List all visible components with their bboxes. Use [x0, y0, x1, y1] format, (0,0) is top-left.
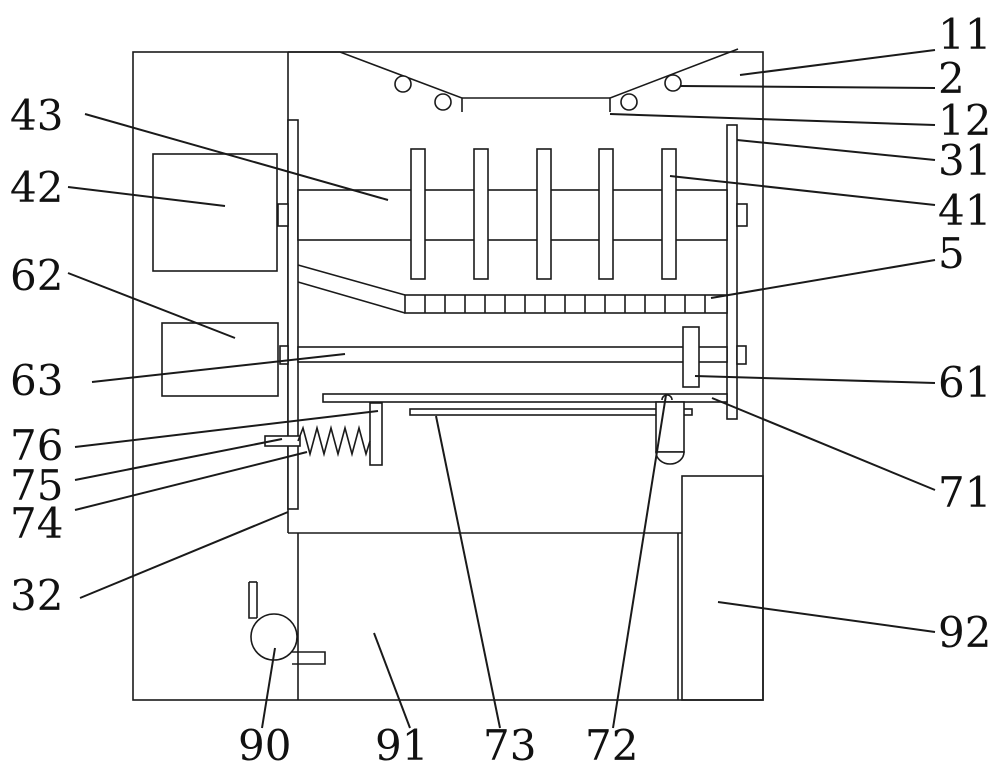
outer-casing: [132, 51, 764, 701]
reference-numerals: 11 2 12 31 41 5 61 71 92 43 42 62 63 76 …: [10, 10, 991, 770]
leader-32: [79, 511, 289, 599]
label-2: 2: [938, 54, 965, 103]
blade: [536, 148, 552, 280]
leader-42: [67, 186, 226, 207]
leader-2: [679, 85, 936, 89]
leader-75: [74, 438, 283, 481]
label-76: 76: [10, 421, 63, 470]
leader-74: [74, 451, 308, 511]
crushing-blades-41: [410, 148, 677, 280]
box-92: [681, 475, 764, 701]
push-plate-71: [322, 393, 728, 403]
crushing-shaft-43: [297, 189, 728, 241]
label-12: 12: [938, 96, 991, 145]
bar-73: [409, 408, 693, 416]
pump-90-inlet-pipe: [248, 582, 257, 619]
blade: [410, 148, 426, 280]
inlet-hopper: [288, 48, 739, 112]
label-62: 62: [10, 251, 63, 300]
chute-lower: [297, 281, 406, 314]
shaft-63-left-bearing: [279, 345, 289, 365]
cam-61: [682, 326, 700, 388]
motor-42: [152, 153, 278, 272]
label-74: 74: [10, 499, 63, 548]
leader-62: [67, 272, 236, 339]
roller-right-2: [664, 74, 682, 92]
screen-5: [404, 294, 728, 314]
label-42: 42: [10, 163, 63, 212]
label-43: 43: [10, 91, 63, 140]
leader-90: [261, 647, 276, 729]
screen-5-mesh: [424, 295, 706, 313]
spring-74: [297, 424, 371, 458]
label-61: 61: [938, 358, 991, 407]
side-plate-32: [287, 119, 299, 510]
label-11: 11: [938, 10, 991, 59]
side-plate-31: [726, 124, 738, 420]
label-32: 32: [10, 571, 63, 620]
chute-upper: [297, 264, 406, 296]
leader-91: [373, 632, 411, 729]
label-73: 73: [483, 721, 536, 770]
pump-90-outlet-pipe: [292, 651, 326, 665]
leader-43: [84, 113, 389, 201]
leader-12: [609, 113, 936, 126]
roller-left-1: [394, 75, 412, 93]
shaft-43-right-bearing: [736, 203, 748, 227]
striker-72-head: [655, 451, 685, 465]
label-63: 63: [10, 356, 63, 405]
roller-right-1: [620, 93, 638, 111]
leader-31: [736, 139, 936, 161]
leader-63: [91, 353, 346, 383]
blade: [473, 148, 489, 280]
rod-75: [264, 435, 301, 447]
label-41: 41: [938, 186, 991, 235]
roller-left-2: [434, 93, 452, 111]
motor-62: [161, 322, 279, 397]
shaft-63: [297, 346, 728, 363]
label-5: 5: [938, 229, 965, 278]
label-72: 72: [585, 721, 638, 770]
blade: [598, 148, 614, 280]
leader-11: [739, 49, 936, 76]
leader-lines: [67, 49, 936, 729]
label-91: 91: [375, 721, 428, 770]
leader-73: [435, 415, 501, 729]
leader-5: [710, 259, 936, 299]
leader-72: [612, 394, 667, 729]
striker-72-pivot: [661, 394, 673, 401]
block-76: [369, 402, 383, 466]
leader-61: [694, 375, 936, 384]
leader-92: [717, 601, 936, 633]
leader-76: [74, 410, 379, 448]
leader-41: [669, 175, 936, 206]
leader-71: [711, 397, 936, 491]
shaft-63-right-bearing: [736, 345, 747, 365]
blade: [661, 148, 677, 280]
label-31: 31: [938, 136, 991, 185]
shaft-43-left-bearing: [277, 203, 289, 227]
label-75: 75: [10, 461, 63, 510]
label-71: 71: [938, 468, 991, 517]
label-90: 90: [238, 721, 291, 770]
hopper-left-plate: [288, 51, 463, 112]
label-92: 92: [938, 608, 991, 657]
